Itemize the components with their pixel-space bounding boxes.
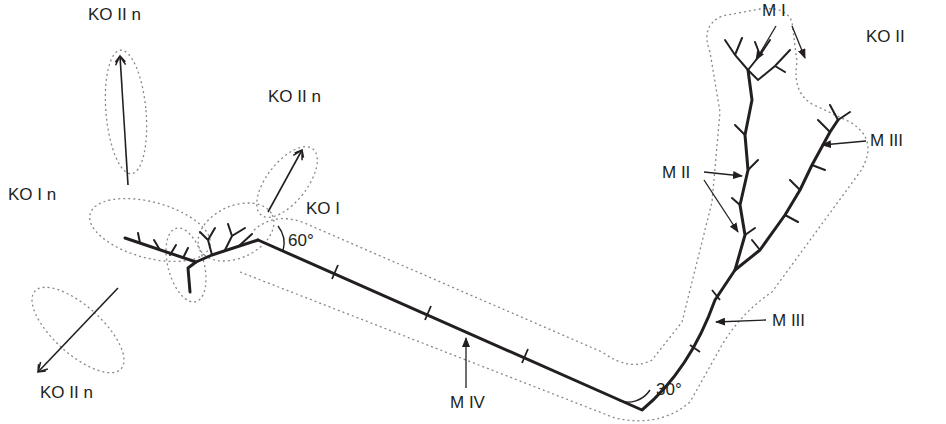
- part-label: KO II n: [40, 384, 93, 403]
- part-label: M IV: [450, 394, 485, 413]
- part-label: KO II: [866, 28, 905, 47]
- part-label: KO II n: [268, 88, 321, 107]
- part-label: 30°: [656, 381, 682, 400]
- part-label: M III: [772, 312, 805, 331]
- part-label: KO I n: [8, 186, 56, 205]
- part-label: M I: [762, 2, 786, 21]
- part-label: M III: [870, 132, 903, 151]
- part-label: 60°: [288, 232, 314, 251]
- part-label: KO II n: [88, 6, 141, 25]
- part-label: KO I: [306, 200, 340, 219]
- part-label: M II: [662, 164, 690, 183]
